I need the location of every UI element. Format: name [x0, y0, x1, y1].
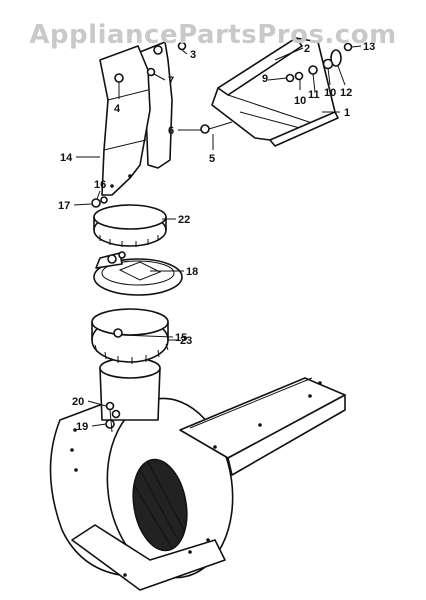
callout-15: 15: [175, 332, 187, 344]
ring-plate: [93, 251, 183, 296]
callout-1: 1: [344, 107, 350, 119]
callout-labels: 1 2 3 4 5 6 7 9 10 10 11 12 13 14 15 16 …: [58, 41, 375, 433]
callout-6: 6: [168, 125, 174, 137]
callout-18: 18: [186, 266, 198, 278]
callout-14: 14: [60, 152, 73, 164]
deflector-hood: [200, 37, 353, 147]
callout-22: 22: [178, 214, 190, 226]
callout-11: 11: [308, 89, 320, 101]
callout-3: 3: [190, 49, 196, 61]
callout-4: 4: [114, 103, 121, 115]
chute-panels: [91, 41, 187, 208]
leader-lines: [73, 45, 362, 427]
callout-13: 13: [363, 41, 375, 53]
lower-hardware: [105, 401, 121, 433]
callout-23: 23: [180, 335, 192, 347]
callout-10-right: 10: [324, 87, 336, 99]
ring-lower-band: [91, 308, 169, 364]
callout-20: 20: [72, 396, 84, 408]
callout-17: 17: [58, 200, 70, 212]
callout-16: 16: [94, 179, 106, 191]
callout-19: 19: [76, 421, 88, 433]
callout-12: 12: [340, 87, 352, 99]
callout-9: 9: [262, 73, 268, 85]
callout-10-left: 10: [294, 95, 306, 107]
ring-upper-toothed: [93, 204, 167, 247]
callout-5: 5: [209, 153, 215, 165]
callout-7: 7: [168, 75, 174, 87]
blower-housing: [49, 357, 346, 591]
callout-2: 2: [304, 43, 310, 55]
